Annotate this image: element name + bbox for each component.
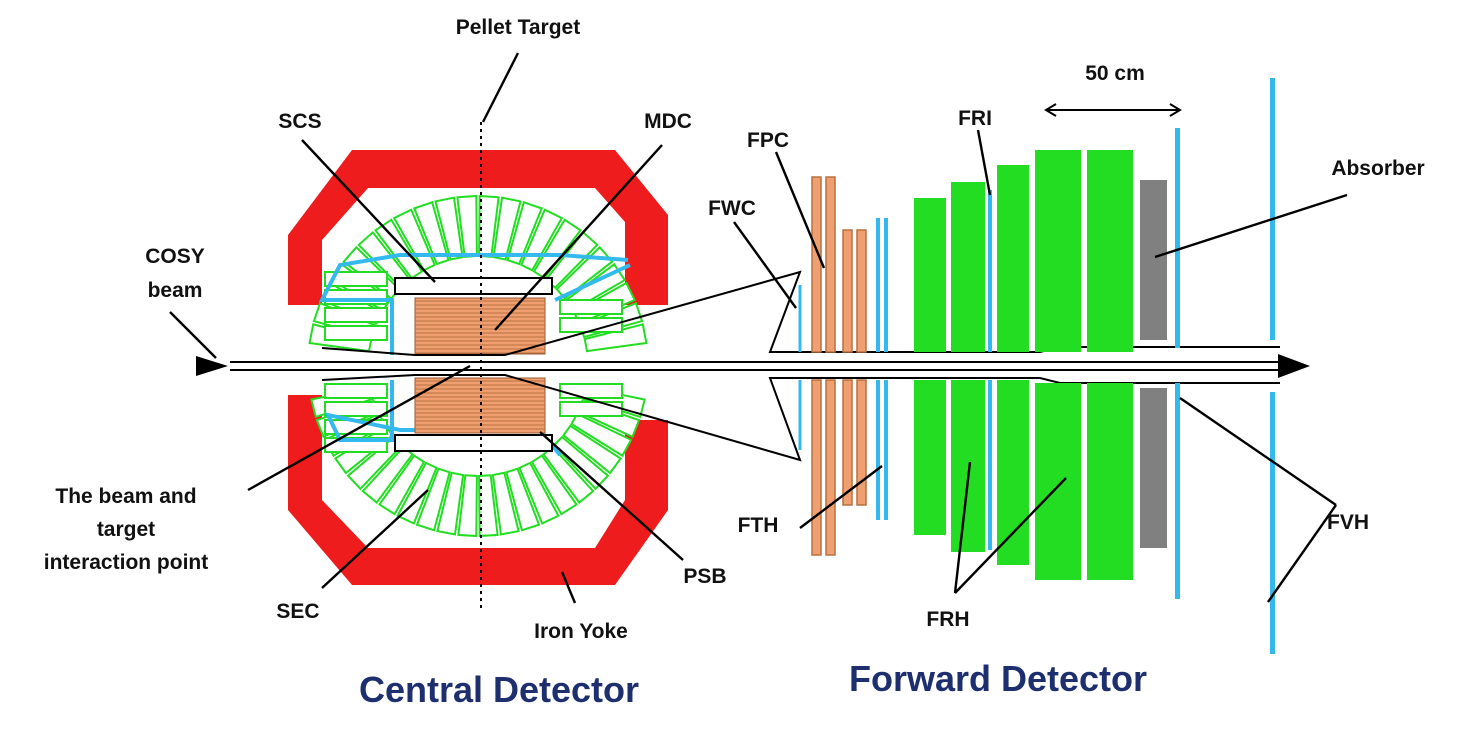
sec-segment <box>583 323 648 353</box>
label-fpc: FPC <box>747 129 789 152</box>
fvh-outer-upper <box>1270 78 1275 340</box>
sec-calorimeter <box>308 194 648 538</box>
fvh-inner-upper <box>1175 128 1180 348</box>
sec-segment <box>415 467 451 532</box>
label-fwc: FWC <box>708 197 756 220</box>
label-scs: SCS <box>278 110 321 133</box>
sec-segment <box>324 383 388 399</box>
label-psb: PSB <box>683 565 726 588</box>
sec-segment <box>491 471 520 536</box>
sec-segment <box>324 307 388 323</box>
sec-segment <box>505 467 541 532</box>
sec-segment <box>559 299 623 315</box>
scs-lower <box>394 434 553 452</box>
leader-interaction-point <box>247 364 471 492</box>
label-fth: FTH <box>738 514 779 537</box>
sec-segment <box>434 196 464 261</box>
leader-sec <box>321 489 429 589</box>
sec-segment <box>562 424 623 475</box>
sec-segment <box>436 471 465 536</box>
fvh-inner-lower <box>1175 383 1180 599</box>
sec-segment <box>552 435 610 491</box>
sec-segment <box>324 325 388 341</box>
fpc-straw-column <box>842 229 853 353</box>
sec-segment <box>570 412 633 458</box>
sec-segment <box>506 201 544 266</box>
leader-mdc <box>494 144 663 331</box>
sec-segment <box>492 196 522 261</box>
beam-arrow-left <box>196 356 228 376</box>
sec-segment <box>412 201 450 266</box>
fri-lower <box>988 380 992 550</box>
fpc-straw-column <box>856 379 867 506</box>
label-fvh: FVH <box>1327 511 1369 534</box>
label-iron-yoke: Iron Yoke <box>534 620 628 643</box>
beam-pipe-lower <box>321 374 1280 462</box>
section-forward-detector: Forward Detector <box>849 658 1147 699</box>
label-absorber: Absorber <box>1331 157 1424 180</box>
fpc-straw-column <box>842 379 853 506</box>
fpc-straw-column <box>811 176 822 353</box>
sec-segment <box>324 401 388 417</box>
beam-arrow-right <box>1278 354 1310 378</box>
section-central-detector: Central Detector <box>359 669 639 710</box>
label-frh: FRH <box>926 608 969 631</box>
label-fri: FRI <box>958 107 992 130</box>
label-interaction-line1: The beam and <box>55 485 196 508</box>
leader-fvh-a <box>1179 397 1337 506</box>
label-cosy-line1: COSY <box>145 245 205 268</box>
sec-segment <box>378 454 426 516</box>
leader-fwc <box>733 221 797 309</box>
sec-segment <box>374 218 424 280</box>
leader-fth <box>799 465 883 529</box>
leader-cosy-beam <box>169 311 217 359</box>
absorber-lower <box>1140 388 1167 548</box>
fri-upper <box>988 190 992 352</box>
fpc-chambers <box>811 176 867 556</box>
leader-fpc <box>774 151 826 269</box>
sec-segment <box>559 401 623 417</box>
sec-segment <box>559 383 623 399</box>
label-sec: SEC <box>276 600 319 623</box>
sec-segment <box>324 271 388 287</box>
mdc-chamber <box>414 297 546 434</box>
sec-segment <box>530 454 578 516</box>
sec-segment <box>457 474 478 538</box>
sec-segment <box>559 317 623 333</box>
leader-pellet-target <box>481 52 520 123</box>
label-cosy-line2: beam <box>148 279 203 302</box>
sec-segment <box>518 461 560 525</box>
fpc-straw-column <box>856 229 867 353</box>
leader-iron-yoke <box>560 571 577 604</box>
fpc-straw-column <box>825 379 836 556</box>
label-pellet-target: Pellet Target <box>456 16 580 39</box>
sec-segment <box>478 474 499 538</box>
label-mdc: MDC <box>644 110 692 133</box>
sec-segment <box>532 218 582 280</box>
scale-bar <box>1044 103 1182 117</box>
leader-scs <box>301 139 436 283</box>
absorber-upper <box>1140 180 1167 340</box>
label-interaction-line2: target <box>97 518 155 541</box>
psb-upper-right <box>554 263 631 302</box>
leader-fri <box>976 129 992 196</box>
leader-frh-b <box>954 477 1067 594</box>
fpc-straw-column <box>811 379 822 556</box>
frh-hodoscope <box>914 150 1133 580</box>
leader-frh-a <box>953 461 972 594</box>
label-scale: 50 cm <box>1085 62 1145 85</box>
fth-hodoscope <box>876 218 888 520</box>
leader-psb <box>539 431 684 561</box>
leader-absorber <box>1154 193 1348 259</box>
fvh-outer-lower <box>1270 392 1275 654</box>
psb-upper <box>318 253 629 355</box>
leader-fvh-b <box>1267 504 1337 603</box>
fpc-straw-column <box>825 176 836 353</box>
label-interaction-line3: interaction point <box>44 551 209 574</box>
